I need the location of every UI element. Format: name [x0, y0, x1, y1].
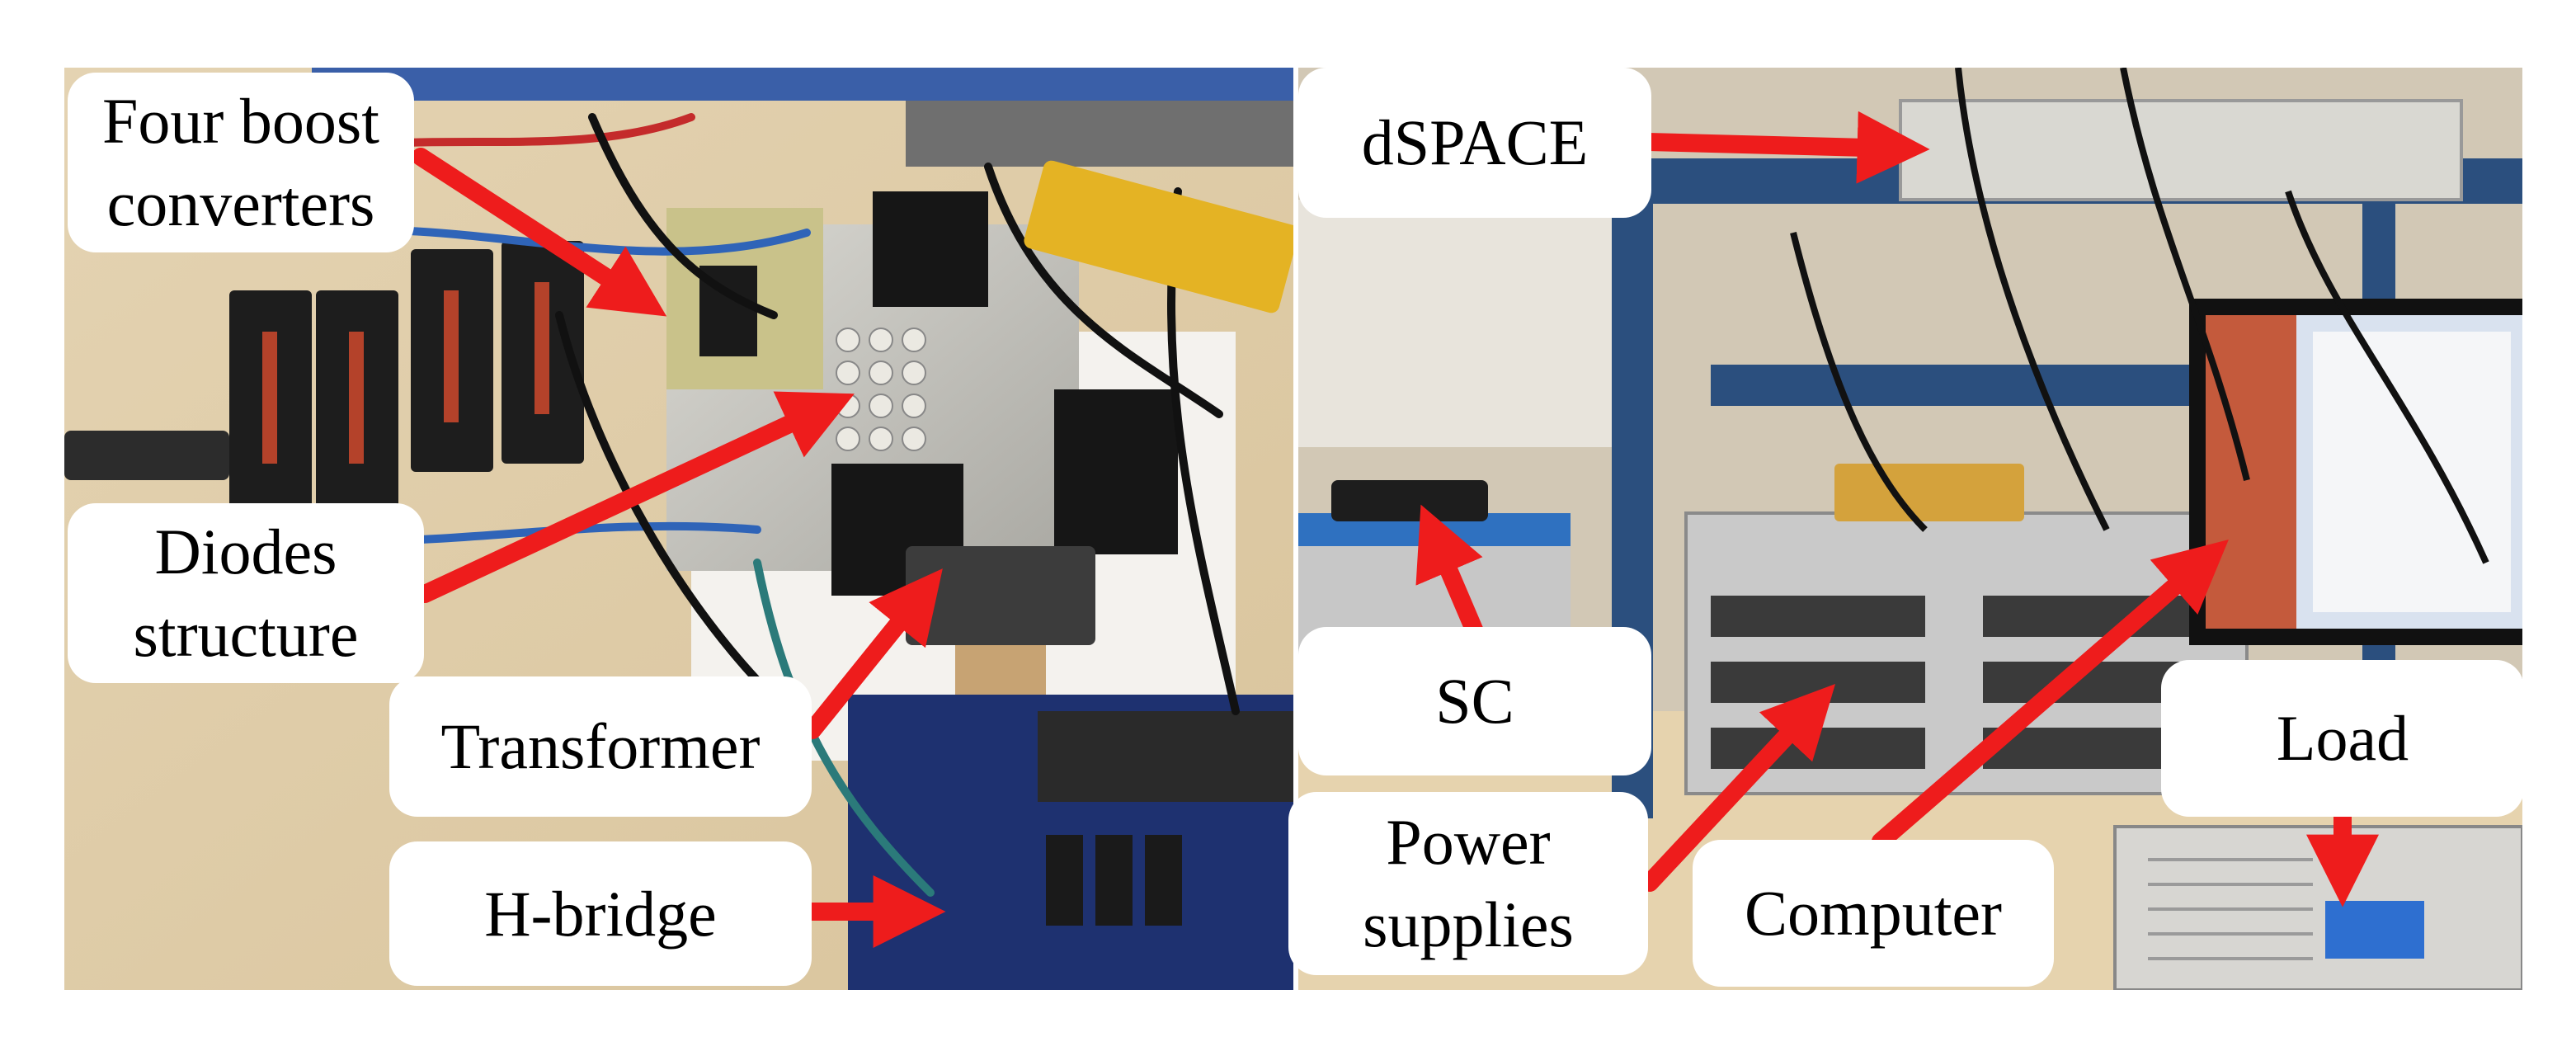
boost-converters: [229, 241, 584, 513]
arrow-computer: [1872, 540, 2229, 851]
dark-tool: [64, 431, 229, 480]
label-computer: Computer: [1693, 840, 2054, 987]
h-bridge-switches: [1046, 835, 1182, 926]
label-four-boost-converters-line-2: converters: [106, 167, 375, 239]
label-sc-text: SC: [1435, 665, 1514, 737]
label-sc: SC: [1298, 627, 1651, 775]
arrow-power-supplies: [1641, 684, 1836, 892]
label-power-supplies-line-1: Power: [1386, 806, 1551, 878]
label-transformer: Transformer: [389, 676, 812, 817]
load-display: [2325, 901, 2424, 959]
label-power-supplies-line-2: supplies: [1363, 889, 1574, 960]
label-load-text: Load: [2276, 702, 2409, 774]
left-photo-panel: [64, 68, 1293, 990]
label-diodes-structure-line-2: structure: [133, 598, 359, 670]
monitor-window: [2313, 332, 2511, 612]
label-dspace: dSPACE: [1298, 68, 1651, 218]
arrow-four-boost-converters: [412, 148, 667, 317]
wall-door: [1298, 200, 1628, 447]
blue-rail: [312, 68, 1293, 101]
label-computer-text: Computer: [1745, 877, 2002, 949]
heatsink: [1038, 711, 1293, 802]
label-transformer-text: Transformer: [440, 710, 761, 782]
connector-block-3: [1054, 389, 1178, 554]
label-h-bridge-text: H-bridge: [484, 877, 717, 950]
label-diodes-structure: Diodes structure: [68, 503, 424, 683]
label-load: Load: [2161, 660, 2524, 817]
connector-block: [873, 191, 988, 307]
label-diodes-structure-line-1: Diodes: [154, 516, 337, 587]
cables-right: [1790, 68, 2489, 564]
label-power-supplies: Power supplies: [1288, 792, 1648, 975]
yellow-meter: [1024, 160, 1293, 313]
arrow-dspace: [1639, 111, 1930, 184]
label-dspace-text: dSPACE: [1361, 106, 1589, 178]
grey-box: [906, 101, 1293, 167]
transformer-body: [906, 546, 1095, 645]
arrow-diodes-structure: [416, 391, 855, 603]
load-vents: [2148, 858, 2313, 960]
arrow-sc: [1415, 504, 1486, 644]
label-four-boost-converters-line-1: Four boost: [102, 85, 379, 157]
arrow-transformer: [803, 568, 943, 739]
dspace-box: [1899, 99, 2463, 201]
label-four-boost-converters: Four boost converters: [68, 73, 414, 252]
label-h-bridge: H-bridge: [389, 841, 812, 986]
